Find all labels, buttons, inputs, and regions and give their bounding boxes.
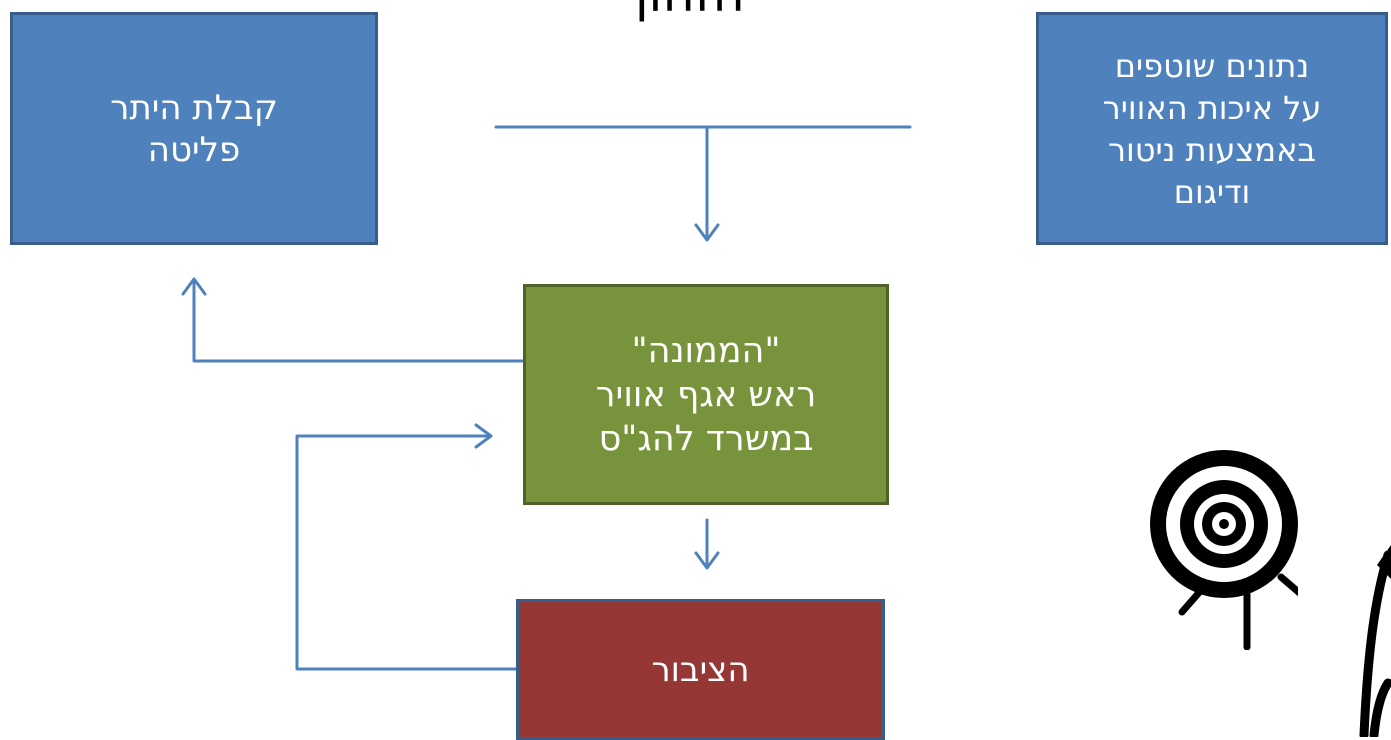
- monitoring-data-box: נתונים שוטפים על איכות האוויר באמצעות ני…: [1036, 12, 1388, 245]
- public-box: הציבור: [516, 599, 885, 740]
- official-box: "הממונה" ראש אגף אוויר במשרד להג"ס: [523, 284, 889, 505]
- arrow-to-public-head: [694, 551, 720, 570]
- arrow-to-permits-head: [181, 277, 207, 296]
- public-line-1: הציבור: [651, 649, 750, 690]
- diagram-title-fragment: הזהון: [560, 0, 820, 24]
- permits-line-1: קבלת היתר: [110, 87, 278, 128]
- permits-box: קבלת היתר פליטה: [10, 12, 378, 245]
- official-line-2: ראש אגף אוויר: [595, 374, 817, 415]
- feedback-arrow-head: [474, 423, 493, 449]
- official-line-3: במשרד להג"ס: [598, 418, 814, 459]
- feedback-line: [295, 434, 518, 671]
- data-line-4: ודיגום: [1173, 172, 1251, 211]
- data-line-1: נתונים שוטפים: [1114, 46, 1310, 85]
- arrow-to-permits-line: [192, 278, 525, 363]
- arrow-to-official-head: [694, 223, 720, 242]
- permits-line-2: פליטה: [147, 129, 241, 170]
- official-line-1: "הממונה": [631, 330, 781, 371]
- data-line-2: על איכות האוויר: [1102, 88, 1322, 127]
- data-line-3: באמצעות ניטור: [1107, 130, 1317, 169]
- person-icon: [1359, 545, 1391, 737]
- target-icon: [1150, 450, 1298, 650]
